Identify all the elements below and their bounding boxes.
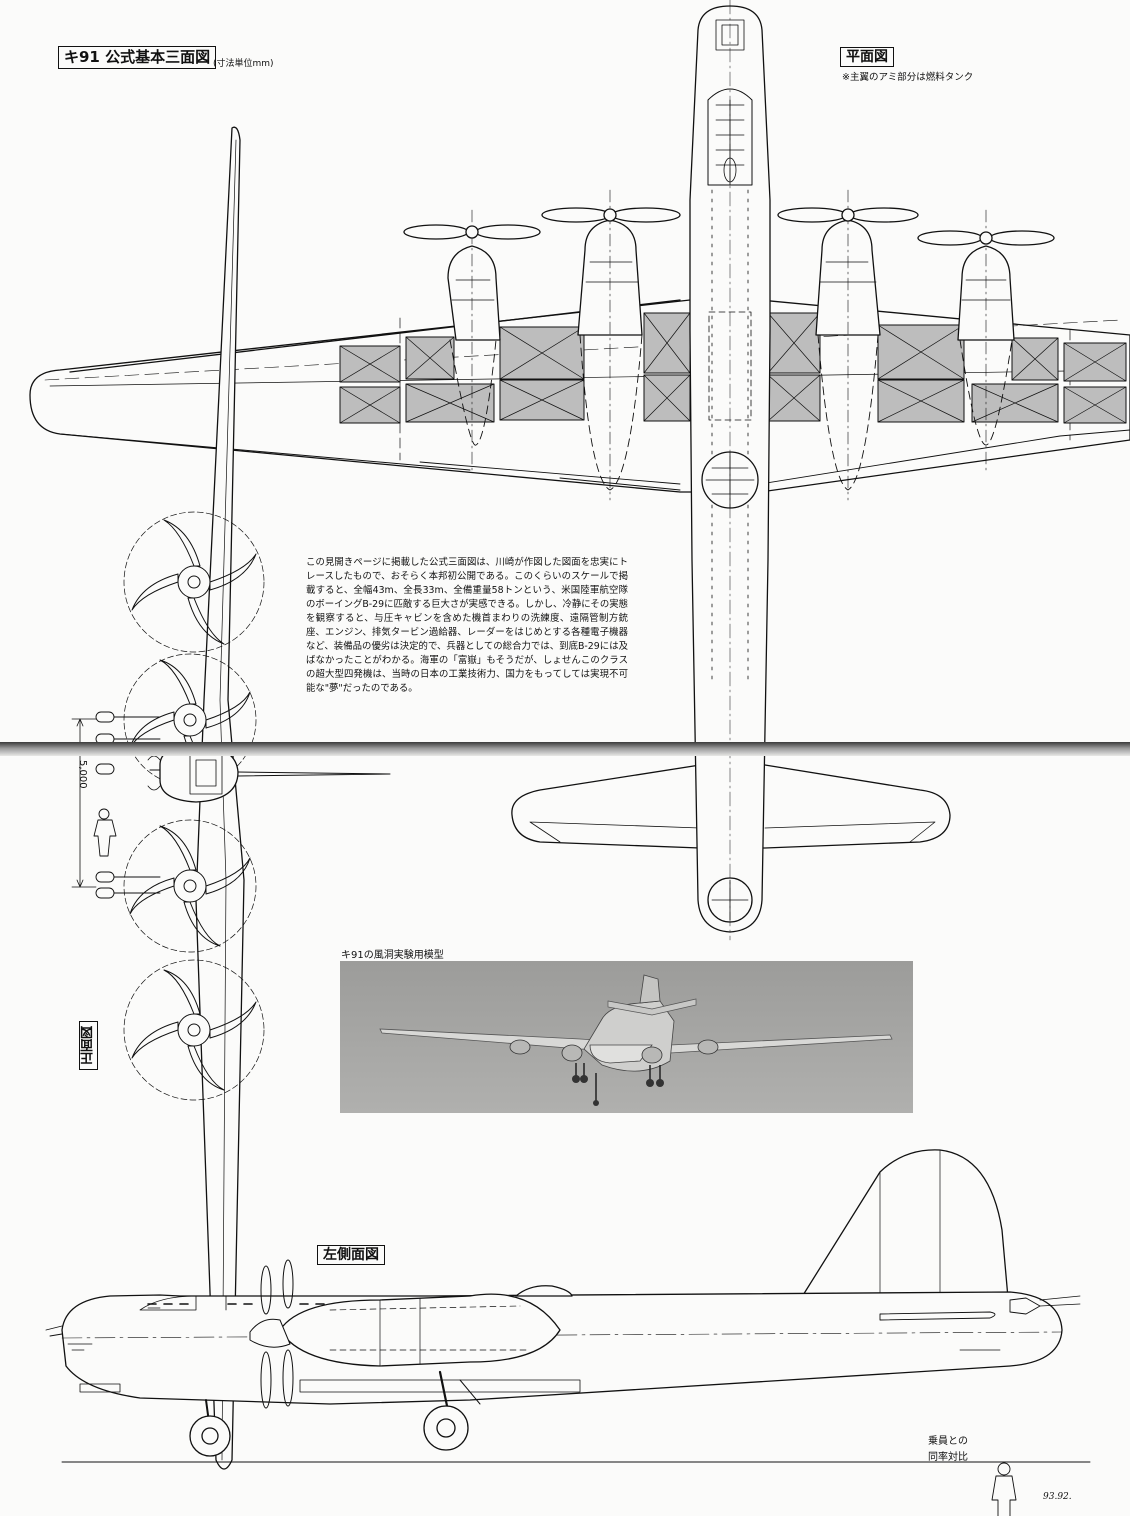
front-landing-gear <box>95 711 161 899</box>
front-crew-figure <box>93 808 117 857</box>
drafter-signature: 93.92. <box>1043 1492 1072 1502</box>
side-propellers <box>249 1259 294 1409</box>
wind-tunnel-model-photo <box>340 961 913 1113</box>
article-text: この見開きページに掲載した公式三面図は、川崎が作図した図面を忠実にトレースしたも… <box>306 557 628 694</box>
scale-note-line2: 同率対比 <box>928 1452 968 1463</box>
scale-note-line1: 乗員との <box>928 1436 968 1447</box>
photo-caption: キ91の風洞実験用模型 <box>341 950 444 961</box>
dimension-label: 5,000 <box>77 760 88 789</box>
side-view <box>45 1149 1091 1516</box>
scale-comparison-note: 乗員との 同率対比 <box>928 1434 968 1466</box>
side-fin <box>799 1149 1009 1301</box>
front-dimension-line <box>71 718 97 888</box>
model-aircraft-silhouette <box>340 961 913 1113</box>
fuel-tank-note: ※主翼のアミ部分は燃料タンク <box>842 72 974 83</box>
plan-nacelles <box>403 189 1055 501</box>
plan-view <box>29 0 1130 941</box>
front-propellers <box>123 511 265 1101</box>
front-view <box>71 126 391 1470</box>
front-view-label: 正面図 <box>79 1021 98 1070</box>
side-landing-gear <box>189 1370 481 1457</box>
spread-gutter <box>0 742 1130 756</box>
drawing-title: キ91 公式基本三面図 <box>58 46 217 69</box>
side-crew-figure <box>991 1462 1017 1516</box>
plan-view-label: 平面図 <box>840 47 894 67</box>
unit-note: (寸法単位mm) <box>213 59 274 69</box>
side-fuselage <box>61 1291 1063 1405</box>
side-view-label: 左側面図 <box>317 1245 385 1265</box>
